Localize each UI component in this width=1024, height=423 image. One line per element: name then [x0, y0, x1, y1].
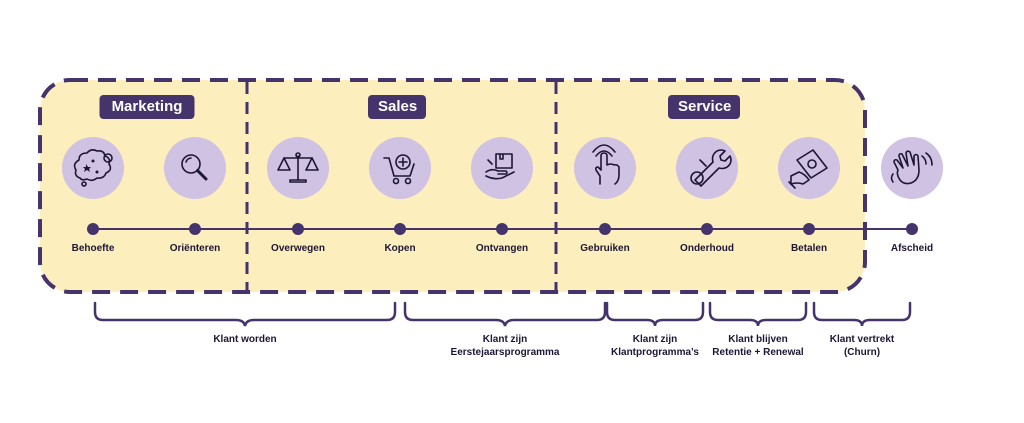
phase-sales: Sales	[368, 95, 426, 119]
bracket-caption-line1: Klant zijn	[632, 334, 678, 345]
magnifier-icon	[181, 154, 208, 181]
scale-icon	[277, 152, 319, 183]
step-label-kopen: Kopen	[384, 243, 416, 254]
dot-gebruiken	[599, 223, 611, 235]
dot-orienteren	[189, 223, 201, 235]
bracket-caption-2: Klant zijn Klantprogramma’s	[611, 333, 699, 359]
dot-behoefte	[87, 223, 99, 235]
shopping-cart-icon	[383, 154, 415, 185]
bracket-caption-line2: Retentie + Renewal	[712, 347, 804, 358]
bracket-retentie	[708, 301, 808, 327]
step-circle-gebruiken	[574, 137, 636, 199]
phase-marketing: Marketing	[99, 95, 195, 119]
dot-betalen	[803, 223, 815, 235]
bracket-caption-line1: Klant blijven	[728, 334, 788, 345]
dot-ontvangen	[496, 223, 508, 235]
step-circle-orienteren	[164, 137, 226, 199]
timeline-dots	[87, 223, 918, 235]
bracket-churn	[812, 301, 912, 327]
package-delivery-icon	[485, 153, 515, 180]
step-label-gebruiken: Gebruiken	[580, 243, 630, 254]
bracket-caption-4: Klant vertrekt (Churn)	[830, 333, 894, 359]
bracket-caption-line1: Klant worden	[213, 334, 277, 345]
step-label-behoefte: Behoefte	[71, 243, 115, 254]
bracket-caption-line1: Klant vertrekt	[829, 334, 895, 345]
bracket-caption-1: Klant zijn Eerstejaarsprogramma	[451, 333, 560, 359]
bracket-caption-line2: (Churn)	[843, 347, 881, 358]
thought-cloud-icon	[73, 149, 113, 187]
bracket-caption-line2: Klantprogramma’s	[611, 347, 699, 358]
step-label-onderhoud: Onderhoud	[680, 243, 734, 254]
bracket-caption-line2: Eerstejaarsprogramma	[450, 347, 560, 358]
bracket-caption-line1: Klant zijn	[482, 334, 528, 345]
step-label-ontvangen: Ontvangen	[475, 243, 529, 254]
dot-afscheid	[906, 223, 918, 235]
waving-hand-icon	[890, 150, 933, 185]
dot-overwegen	[292, 223, 304, 235]
dot-onderhoud	[701, 223, 713, 235]
step-label-afscheid: Afscheid	[890, 243, 934, 254]
step-circle-afscheid	[881, 137, 943, 199]
bracket-caption-0: Klant worden	[213, 333, 276, 346]
step-label-orienteren: Oriënteren	[169, 243, 221, 254]
dot-kopen	[394, 223, 406, 235]
step-label-overwegen: Overwegen	[271, 243, 325, 254]
step-circle-betalen	[778, 137, 840, 199]
step-label-betalen: Betalen	[790, 243, 828, 254]
bracket-caption-3: Klant blijven Retentie + Renewal	[712, 333, 803, 359]
bracket-klantprogramma	[605, 301, 705, 327]
bracket-klant-worden	[93, 301, 397, 327]
bracket-eerstejaars	[403, 301, 607, 327]
money-hand-icon	[788, 149, 828, 189]
step-circle-behoefte	[62, 137, 124, 199]
tap-hand-icon	[592, 144, 620, 185]
phase-service: Service	[668, 95, 740, 119]
wrench-icon	[690, 149, 732, 187]
